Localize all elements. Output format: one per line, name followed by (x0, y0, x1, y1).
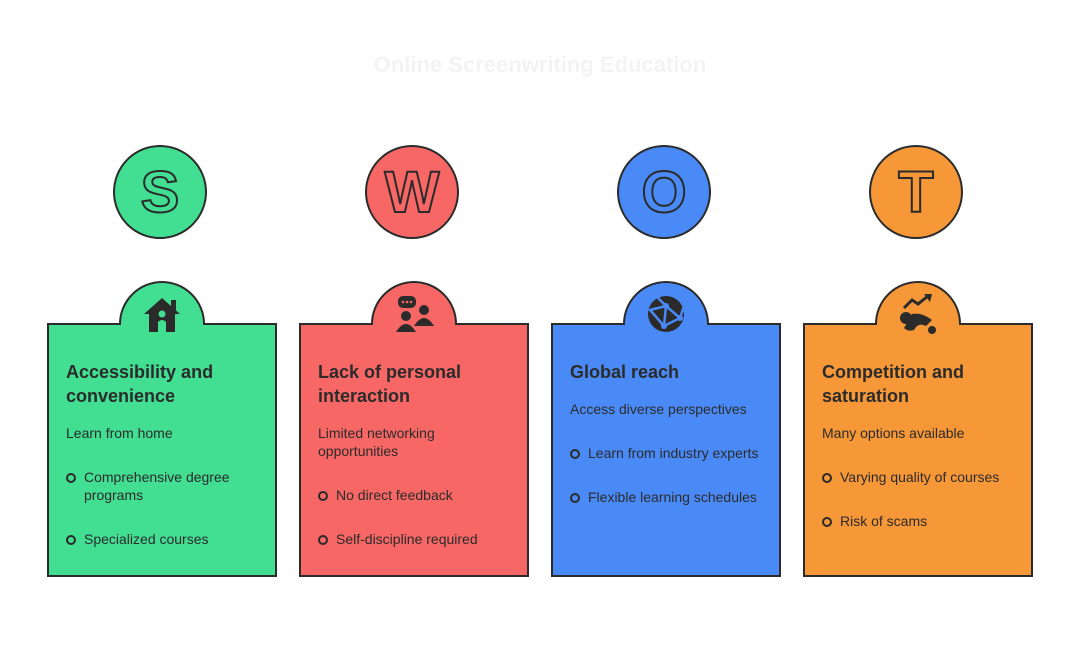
competition-trend-icon (900, 294, 936, 334)
swot-column-w: W Lack of personal interaction Limited n… (298, 144, 530, 580)
swot-letter: S (141, 160, 180, 225)
home-person-icon (144, 298, 180, 332)
letter-circle-t: T (869, 145, 963, 239)
card-shape (299, 281, 529, 577)
bullet-item: Risk of scams (822, 512, 1018, 530)
card-shape (551, 281, 781, 577)
bullet-item: Specialized courses (66, 530, 262, 548)
card-description: Learn from home (66, 425, 173, 441)
card-shape (803, 281, 1033, 577)
letter-circle-s: S (113, 145, 207, 239)
card-heading: Accessibility and convenience (66, 362, 214, 406)
card-heading: Competition and saturation (822, 362, 964, 406)
swot-letter: O (641, 160, 686, 225)
card-shape (47, 281, 277, 577)
swot-column-o: O Global reach Access diverse perspectiv… (550, 144, 782, 580)
swot-letter: T (898, 160, 933, 225)
bullet-item: Learn from industry experts (570, 444, 766, 462)
card-description: Limited networking opportunities (318, 425, 435, 459)
swot-letter: W (385, 160, 440, 225)
bullet-item: Self-discipline required (318, 530, 514, 548)
letter-circle-w: W (365, 145, 459, 239)
swot-column-t: T Competition and saturation Many option… (802, 144, 1034, 580)
bullet-item: No direct feedback (318, 486, 514, 504)
bullet-item: Varying quality of courses (822, 468, 1018, 486)
swot-column-s: S Accessibility and convenience Learn fr… (46, 144, 278, 580)
diagram-title: Online Screenwriting Education (373, 52, 707, 77)
globe-network-icon (647, 296, 686, 332)
card-description: Many options available (822, 425, 965, 441)
letter-circle-o: O (617, 145, 711, 239)
card-heading: Global reach (570, 362, 680, 382)
card-heading: Lack of personal interaction (318, 362, 462, 406)
bullet-item: Comprehensive degree programs (66, 468, 262, 504)
bullet-item: Flexible learning schedules (570, 488, 766, 506)
card-description: Access diverse perspectives (570, 401, 747, 417)
chat-people-icon (396, 296, 434, 332)
